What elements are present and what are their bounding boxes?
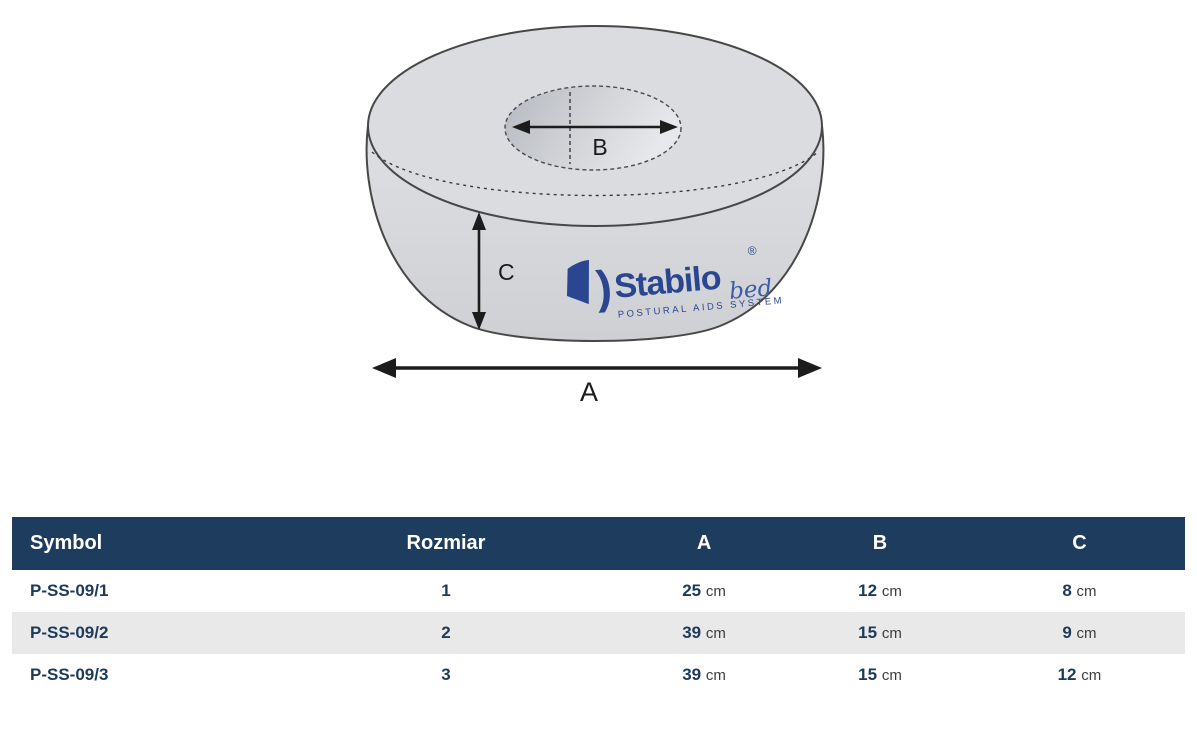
unit-label: cm	[881, 625, 902, 642]
cell-a: 39 cm	[621, 654, 787, 696]
dim-label-b: B	[592, 134, 607, 160]
cell-symbol: P-SS-09/2	[12, 612, 271, 654]
dim-arrow-a: A	[372, 358, 822, 407]
unit-label: cm	[705, 667, 726, 684]
value: 8	[1062, 581, 1072, 600]
header-b: B	[786, 517, 974, 570]
dim-arrow-b: B	[512, 120, 678, 160]
dim-label-c: C	[498, 259, 515, 285]
torus-seam-dotted	[371, 151, 819, 197]
cell-a: 25 cm	[621, 570, 787, 612]
value: 25	[682, 581, 702, 600]
unit-label: cm	[881, 583, 902, 600]
value: 15	[858, 623, 878, 642]
value: 15	[858, 665, 878, 684]
header-c: C	[973, 517, 1185, 570]
table-header-row: Symbol Rozmiar A B C	[12, 517, 1185, 570]
cell-b: 15 cm	[786, 654, 974, 696]
logo-script: bed	[728, 275, 773, 305]
logo-registered-mark: ®	[747, 243, 757, 258]
cell-c: 9 cm	[973, 612, 1185, 654]
dim-label-a: A	[580, 377, 598, 407]
cell-a: 39 cm	[621, 612, 787, 654]
table-row: P-SS-09/3 3 39 cm 15 cm 12 cm	[12, 654, 1185, 696]
value: 12	[1057, 665, 1077, 684]
table-row: P-SS-09/2 2 39 cm 15 cm 9 cm	[12, 612, 1185, 654]
value: 39	[682, 623, 702, 642]
cell-symbol: P-SS-09/1	[12, 570, 271, 612]
dim-arrow-c: C	[472, 212, 515, 330]
torus-body-outline	[365, 125, 825, 342]
torus-shape	[365, 25, 825, 342]
cell-c: 8 cm	[973, 570, 1185, 612]
value: 39	[682, 665, 702, 684]
size-table: Symbol Rozmiar A B C P-SS-09/1 1 25 cm 1…	[12, 517, 1185, 696]
unit-label: cm	[1076, 583, 1097, 600]
unit-label: cm	[1081, 667, 1102, 684]
cell-rozmiar: 3	[270, 654, 622, 696]
cell-symbol: P-SS-09/3	[12, 654, 271, 696]
cell-b: 15 cm	[786, 612, 974, 654]
header-rozmiar: Rozmiar	[270, 517, 622, 570]
cell-c: 12 cm	[973, 654, 1185, 696]
value: 9	[1062, 623, 1072, 642]
header-symbol: Symbol	[12, 517, 271, 570]
cell-rozmiar: 1	[270, 570, 622, 612]
unit-label: cm	[705, 625, 726, 642]
logo-bracket: )	[594, 260, 614, 313]
cell-b: 12 cm	[786, 570, 974, 612]
unit-label: cm	[881, 667, 902, 684]
logo-brand: Stabilo	[613, 259, 722, 306]
table-row: P-SS-09/1 1 25 cm 12 cm 8 cm	[12, 570, 1185, 612]
product-diagram: B C A ) Stabilo ® bed POSTURAL AIDS SYST…	[365, 25, 825, 407]
header-a: A	[621, 517, 787, 570]
cell-rozmiar: 2	[270, 612, 622, 654]
unit-label: cm	[1076, 625, 1097, 642]
logo-flag-icon	[567, 259, 589, 305]
value: 12	[858, 581, 878, 600]
unit-label: cm	[705, 583, 726, 600]
